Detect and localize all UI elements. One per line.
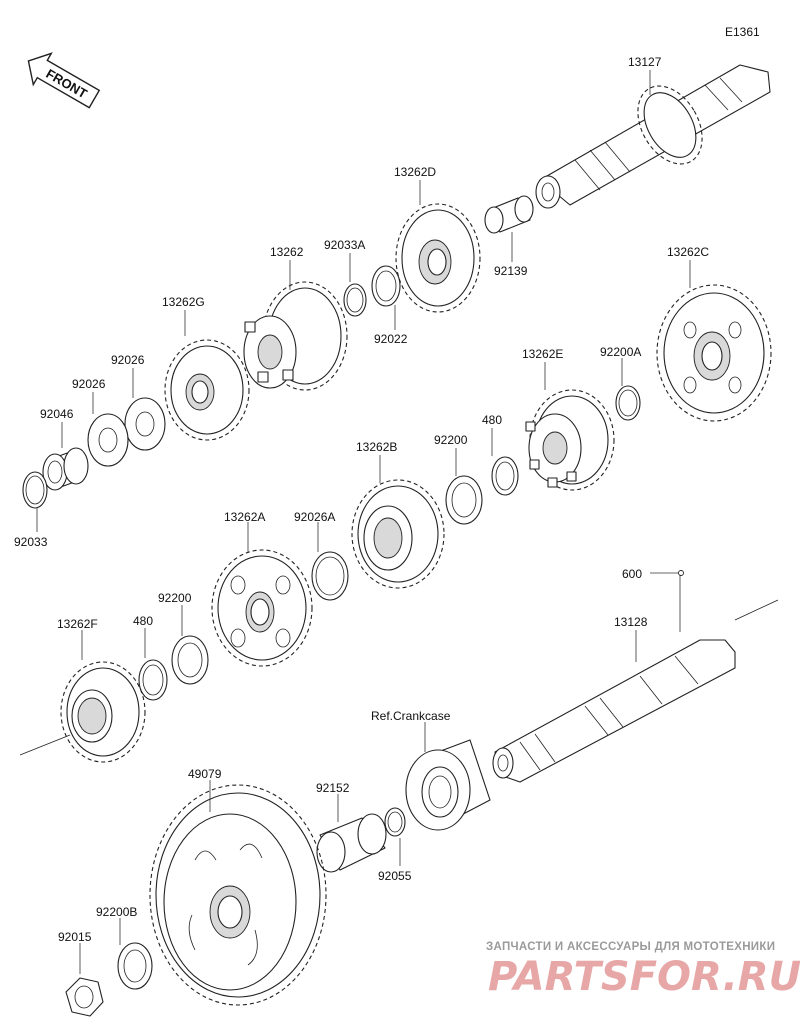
washer-92200B [117, 942, 153, 990]
sprocket-49079 [149, 784, 327, 1006]
washer-92026-b [87, 413, 129, 467]
label-13262C: 13262C [667, 245, 709, 259]
watermark-logo: PARTSFOR.RU [488, 954, 800, 1000]
collar-92152 [316, 813, 387, 873]
label-600: 600 [622, 567, 642, 581]
label-13262A: 13262A [224, 510, 265, 524]
label-13262E: 13262E [522, 347, 563, 361]
gear-13262 [243, 281, 348, 391]
gear-13262G [164, 339, 250, 441]
label-92200-b: 92200 [158, 591, 192, 605]
label-92200B: 92200B [96, 905, 137, 919]
axis-line-right [734, 599, 779, 621]
washer-92026A [311, 551, 349, 601]
label-13262D: 13262D [394, 165, 436, 179]
shaft-13128 [492, 639, 736, 783]
bush-92139 [484, 195, 534, 234]
circlip-92033A [343, 283, 367, 317]
gear-13262A [211, 549, 313, 667]
washer-92200A [615, 385, 641, 421]
label-480-b: 480 [133, 614, 153, 628]
washer-92200-a [445, 475, 483, 525]
washer-92200-b [171, 635, 209, 685]
label-92033: 92033 [14, 535, 48, 549]
reference-dot-icon [678, 570, 684, 576]
label-92022: 92022 [374, 332, 408, 346]
gear-13262B [351, 479, 445, 589]
label-92152: 92152 [316, 781, 350, 795]
label-92026-a: 92026 [111, 353, 145, 367]
washer-92026-a [124, 397, 166, 451]
washer-92022 [371, 265, 401, 307]
label-13262G: 13262G [162, 295, 205, 309]
label-13128: 13128 [614, 615, 648, 629]
circlip-480-b [138, 659, 168, 701]
label-92139: 92139 [494, 264, 528, 278]
label-92200-a: 92200 [434, 433, 468, 447]
label-13262: 13262 [270, 245, 304, 259]
label-13127: 13127 [628, 55, 662, 69]
label-480-a: 480 [482, 413, 502, 427]
nut-92015 [65, 977, 104, 1017]
gear-13262D [395, 203, 481, 313]
label-92200A: 92200A [600, 345, 641, 359]
axis-line-left [19, 734, 71, 756]
label-92015: 92015 [58, 930, 92, 944]
bearing-ref-crankcase [405, 739, 491, 831]
label-13262B: 13262B [356, 440, 397, 454]
label-92055: 92055 [378, 869, 412, 883]
circlip-92033 [22, 471, 48, 509]
label-92026A: 92026A [294, 510, 335, 524]
label-92033A: 92033A [324, 238, 365, 252]
label-92046: 92046 [40, 407, 74, 421]
diagram-code: E1361 [725, 25, 760, 39]
label-13262F: 13262F [57, 617, 98, 631]
label-49079: 49079 [188, 767, 222, 781]
label-ref-crankcase: Ref.Crankcase [371, 709, 451, 723]
gear-13262E [525, 389, 615, 491]
label-92026-b: 92026 [72, 377, 106, 391]
front-arrow-icon: FRONT [27, 52, 101, 109]
bearing-92046 [42, 447, 89, 491]
gear-13262F [60, 661, 146, 763]
circlip-480-a [491, 456, 519, 496]
oring-92055 [384, 807, 406, 837]
watermark-tagline: ЗАПЧАСТИ И АКСЕССУАРЫ ДЛЯ МОТОТЕХНИКИ [486, 941, 775, 953]
shaft-13127 [535, 64, 771, 209]
gear-13262C [656, 284, 772, 422]
